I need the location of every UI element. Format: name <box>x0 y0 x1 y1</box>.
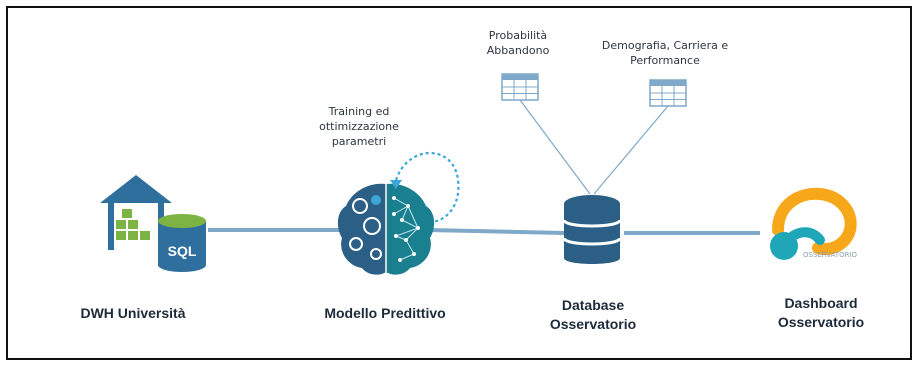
connector-table2-db <box>593 105 669 195</box>
logo-text: OSSERVATORIO <box>803 251 858 259</box>
dwh-label: DWH Università <box>80 305 186 321</box>
brain-icon <box>337 183 435 275</box>
database-label: Database Osservatorio <box>528 296 658 334</box>
warehouse-icon <box>100 175 172 250</box>
model-label: Modello Predittivo <box>324 305 446 321</box>
sql-cylinder-icon: SQL <box>158 214 206 272</box>
table-probabilita-line-2: Abbandono <box>486 44 550 57</box>
loop-arrow-icon <box>390 152 460 224</box>
training-line-1: Training ed <box>328 105 390 118</box>
connector-table1-db <box>519 99 591 195</box>
table-probabilita-line-1: Probabilità <box>488 29 548 42</box>
connectors <box>208 99 760 235</box>
dashboard-label: Dashboard Osservatorio <box>756 294 886 332</box>
training-line-3: parametri <box>331 135 387 148</box>
database-label-line-2: Osservatorio <box>549 316 637 332</box>
dashboard-label-line-2: Osservatorio <box>777 314 865 330</box>
dashboard-label-line-1: Dashboard <box>784 295 858 311</box>
database-label-line-1: Database <box>561 297 625 313</box>
database-icon <box>562 195 622 264</box>
diagram-frame: SQL <box>6 6 912 360</box>
table-icon <box>649 79 687 107</box>
table-icon <box>501 73 539 101</box>
training-line-2: ottimizzazione <box>319 120 399 133</box>
table-demografia-label: Demografia, Carriera e Performance <box>590 38 740 68</box>
osservatorio-logo-icon: OSSERVATORIO <box>770 187 858 260</box>
sql-label: SQL <box>168 243 197 259</box>
table-demografia-line-2: Performance <box>630 54 700 67</box>
table-probabilita-label: Probabilità Abbandono <box>468 28 568 58</box>
diagram-canvas: SQL <box>100 73 858 275</box>
training-annotation: Training ed ottimizzazione parametri <box>294 104 424 149</box>
connector-model-db <box>427 228 565 235</box>
table-demografia-line-1: Demografia, Carriera e <box>601 39 729 52</box>
